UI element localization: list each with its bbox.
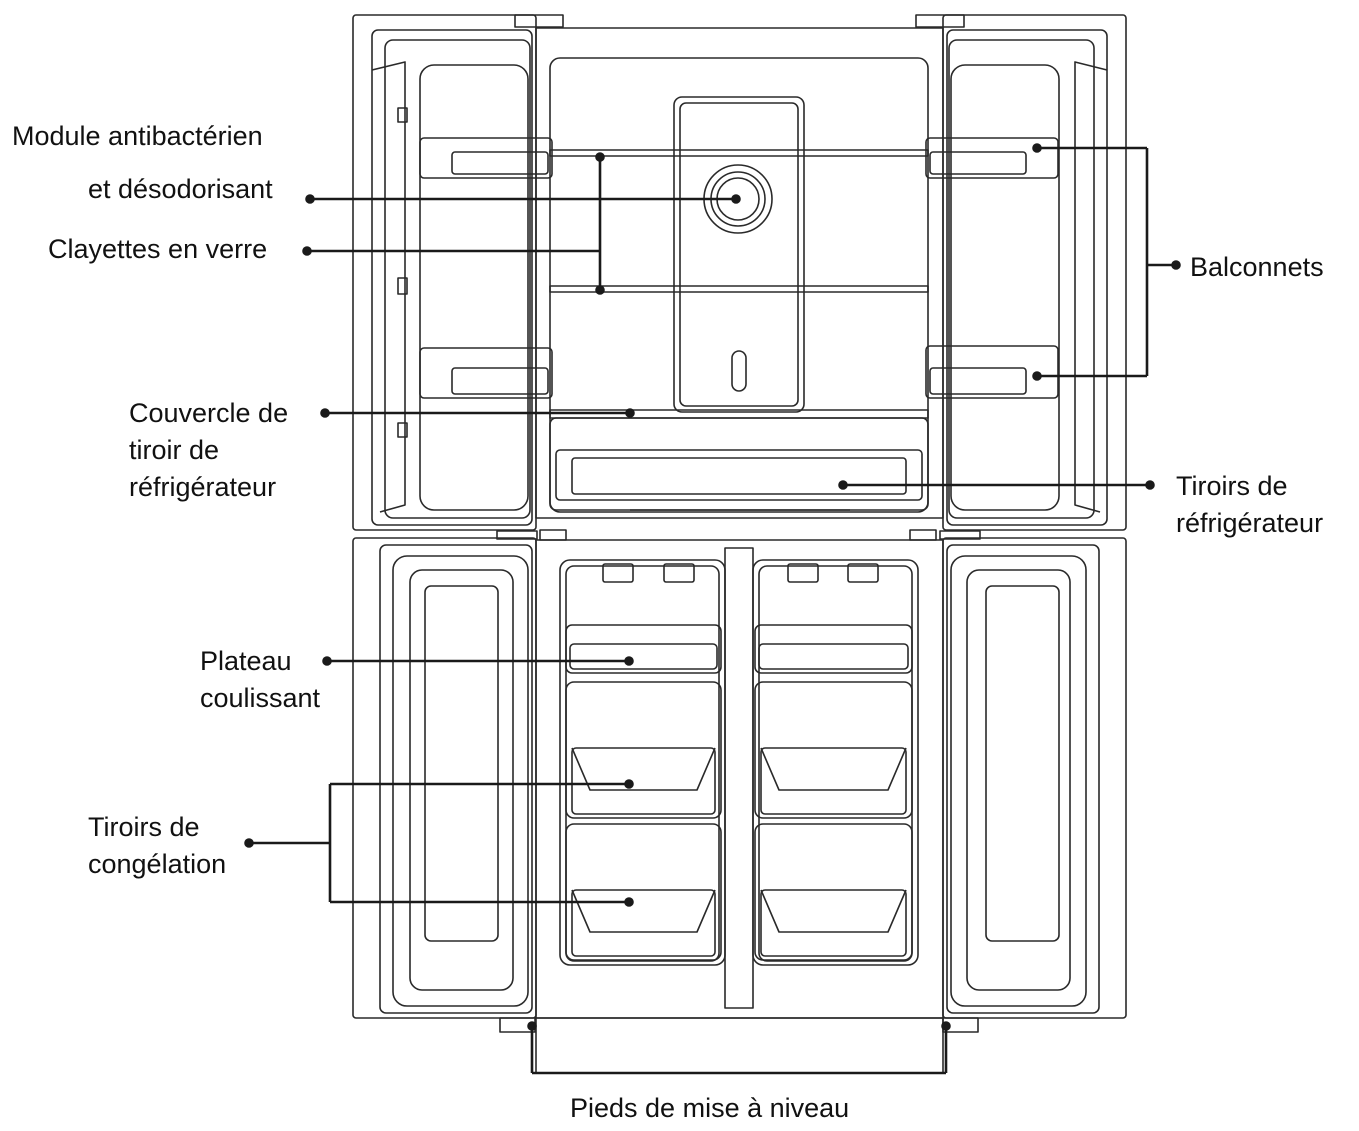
label-tiroirs-de-congelation: Tiroirs de congélation	[88, 812, 227, 879]
label-plateau-coulissant: Plateau coulissant	[200, 646, 321, 713]
label-clayettes-en-verre: Clayettes en verre	[48, 234, 268, 264]
label-couvercle-de-tiroir: Couvercle de tiroir de réfrigérateur	[129, 398, 289, 502]
label-module-line1: Module antibactérien	[12, 121, 263, 151]
label-module-antibacterien: Module antibactérien	[12, 118, 263, 155]
label-tiroirs-de-refrigerateur: Tiroirs de réfrigérateur	[1176, 471, 1324, 538]
freezer-compartment	[352, 537, 1127, 1074]
leader-lines	[244, 143, 1181, 1075]
label-module-line2: et désodorisant	[88, 174, 273, 204]
refrigerator-compartment	[352, 14, 1127, 541]
label-balconnets: Balconnets	[1190, 252, 1324, 282]
label-module-line2-wrap: et désodorisant	[88, 171, 273, 208]
label-pieds-de-mise-a-niveau: Pieds de mise à niveau	[570, 1093, 850, 1123]
